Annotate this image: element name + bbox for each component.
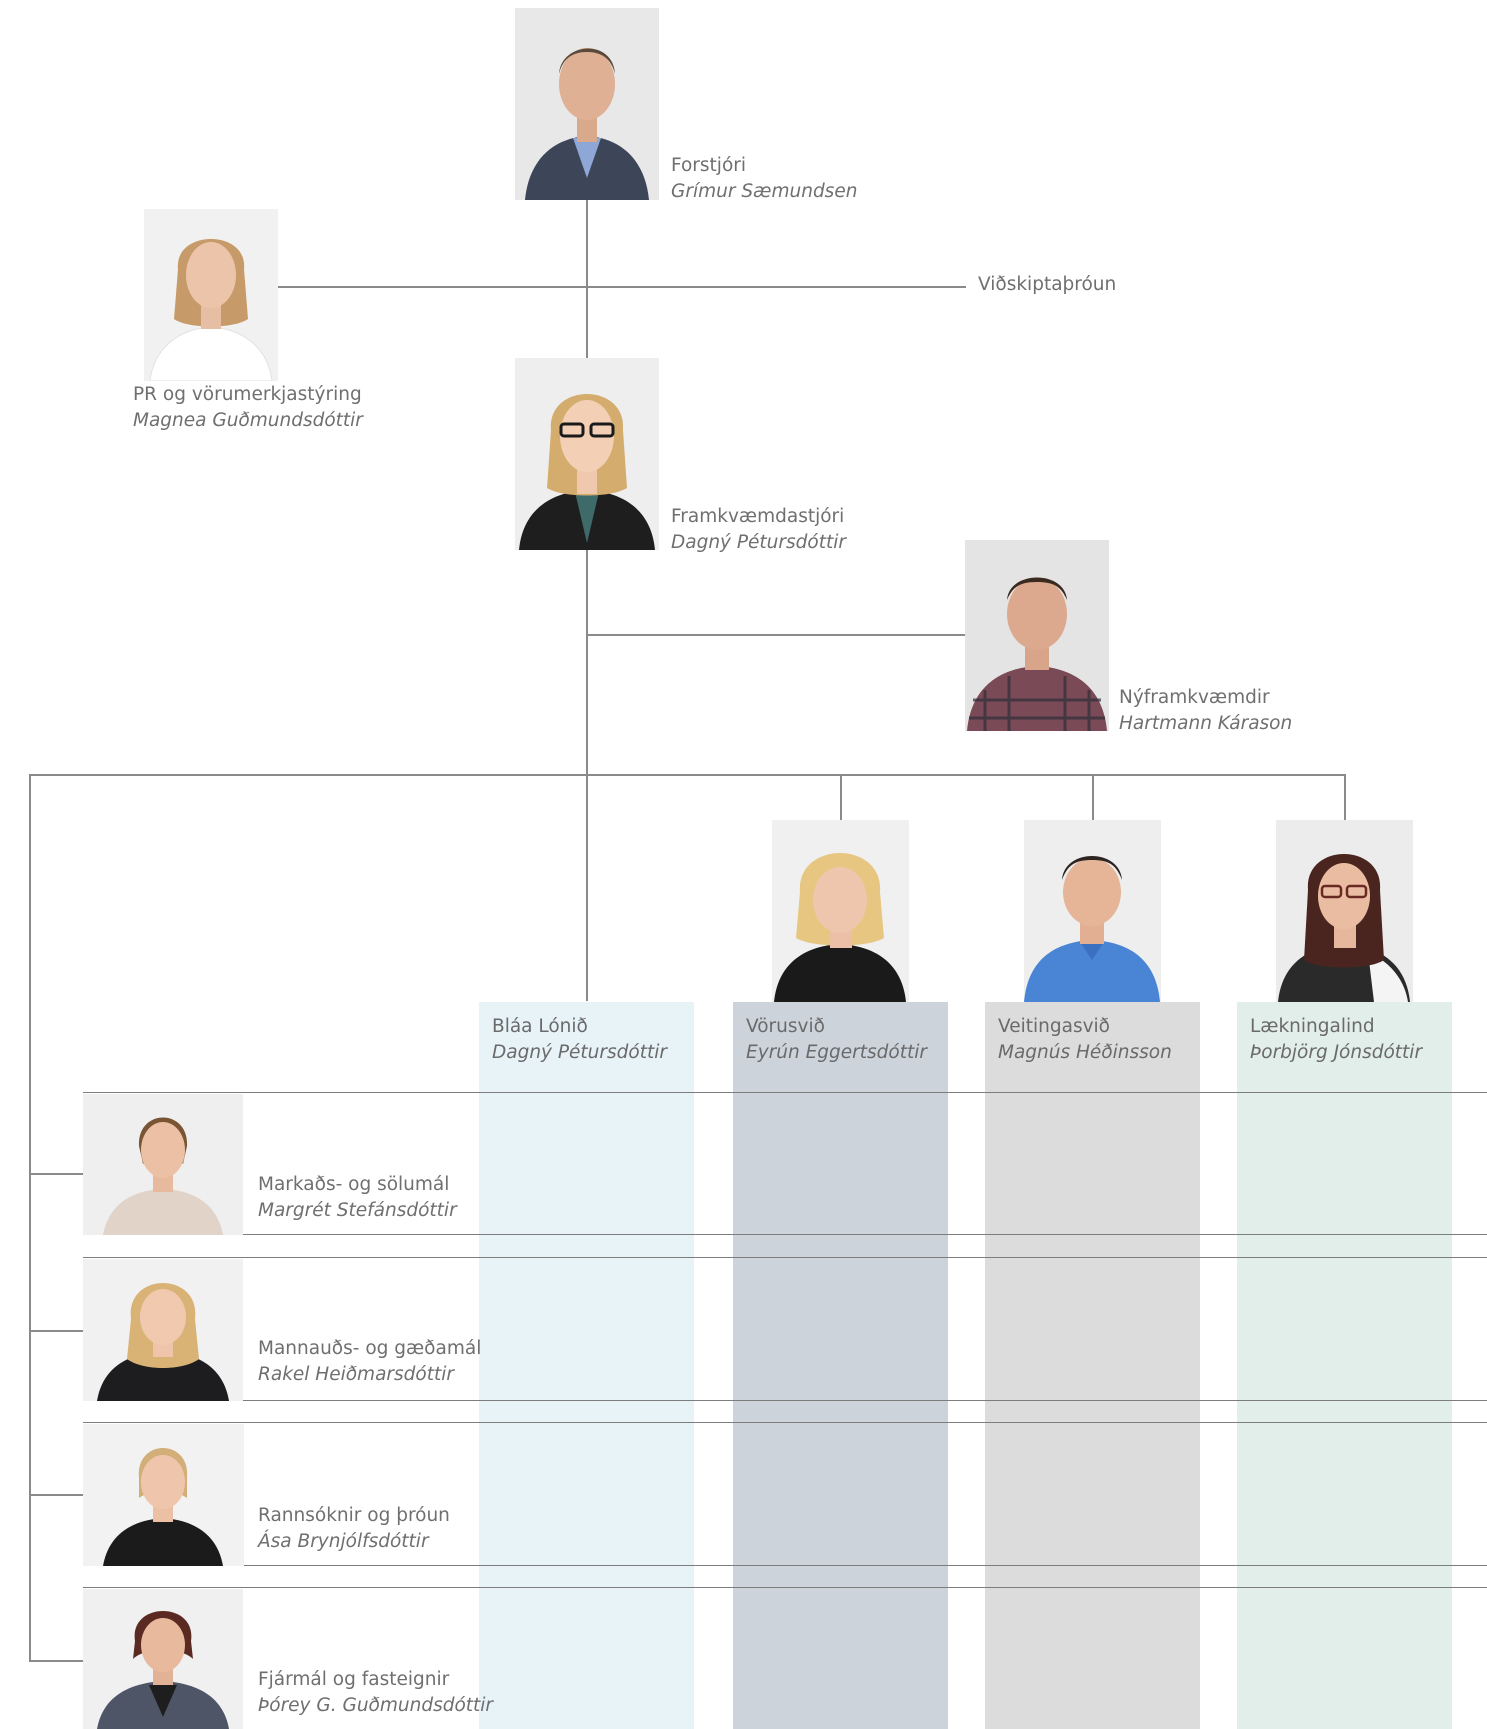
connector-function-2 bbox=[29, 1330, 83, 1332]
division-title: Vörusvið bbox=[746, 1016, 825, 1037]
connector-function-1 bbox=[29, 1173, 83, 1175]
function-label-finance: Fjármál og fasteignir Þórey G. Guðmundsd… bbox=[258, 1667, 493, 1719]
role-title: PR og vörumerkjastýring bbox=[133, 384, 362, 405]
connector-newdev bbox=[586, 634, 965, 636]
role-title: Markaðs- og sölumál bbox=[258, 1174, 450, 1195]
function-label-marketing: Markaðs- og sölumál Margrét Stefánsdótti… bbox=[258, 1172, 457, 1224]
pr-label: PR og vörumerkjastýring Magnea Guðmundsd… bbox=[133, 382, 363, 434]
role-title: Viðskiptaþróun bbox=[978, 274, 1117, 295]
division-column-laekningalind: Lækningalind Þorbjörg Jónsdóttir bbox=[1237, 1002, 1452, 1729]
role-title: Fjármál og fasteignir bbox=[258, 1669, 450, 1690]
role-title: Mannauðs- og gæðamál bbox=[258, 1338, 482, 1359]
function-portrait-research bbox=[83, 1424, 244, 1566]
function-label-hr: Mannauðs- og gæðamál Rakel Heiðmarsdótti… bbox=[258, 1336, 481, 1388]
row-divider bbox=[83, 1422, 1487, 1424]
newdev-portrait bbox=[965, 540, 1109, 731]
newdev-label: Nýframkvæmdir Hartmann Kárason bbox=[1119, 685, 1292, 737]
division-title: Lækningalind bbox=[1250, 1016, 1375, 1037]
bizdev-label: Viðskiptaþróun bbox=[978, 272, 1116, 298]
connector-ceo-down bbox=[586, 200, 588, 358]
role-person: Rakel Heiðmarsdóttir bbox=[258, 1364, 454, 1385]
connector-vorusvid bbox=[840, 774, 842, 820]
division-header: Veitingasvið Magnús Héðinsson bbox=[998, 1014, 1172, 1066]
division-column-blaa-lonid: Bláa Lónið Dagný Pétursdóttir bbox=[479, 1002, 694, 1729]
veitingasvid-head-portrait bbox=[1024, 820, 1161, 1002]
role-person: Hartmann Kárason bbox=[1119, 713, 1293, 734]
pr-portrait bbox=[144, 209, 278, 381]
division-head-name: Þorbjörg Jónsdóttir bbox=[1250, 1042, 1423, 1063]
division-header: Bláa Lónið Dagný Pétursdóttir bbox=[492, 1014, 667, 1066]
function-portrait-finance bbox=[83, 1589, 243, 1729]
row-divider bbox=[83, 1234, 1487, 1236]
connector-coo-down bbox=[586, 550, 588, 1001]
row-divider bbox=[83, 1257, 1487, 1259]
role-person: Margrét Stefánsdóttir bbox=[258, 1200, 457, 1221]
function-portrait-marketing bbox=[83, 1094, 243, 1235]
connector-laekningalind bbox=[1344, 774, 1346, 820]
row-divider bbox=[83, 1565, 1487, 1567]
ceo-portrait bbox=[515, 8, 659, 200]
function-label-research: Rannsóknir og þróun Ása Brynjólfsdóttir bbox=[258, 1503, 450, 1555]
division-title: Bláa Lónið bbox=[492, 1016, 588, 1037]
division-title: Veitingasvið bbox=[998, 1016, 1110, 1037]
coo-label: Framkvæmdastjóri Dagný Pétursdóttir bbox=[671, 504, 846, 556]
division-column-veitingasvid: Veitingasvið Magnús Héðinsson bbox=[985, 1002, 1200, 1729]
division-header: Vörusvið Eyrún Eggertsdóttir bbox=[746, 1014, 927, 1066]
role-person: Grímur Sæmundsen bbox=[671, 181, 858, 202]
role-title: Rannsóknir og þróun bbox=[258, 1505, 450, 1526]
role-title: Nýframkvæmdir bbox=[1119, 687, 1270, 708]
row-divider bbox=[83, 1587, 1487, 1589]
connector-staff-row bbox=[278, 286, 966, 288]
role-person: Þórey G. Guðmundsdóttir bbox=[258, 1695, 494, 1716]
vorusvid-head-portrait bbox=[772, 820, 909, 1002]
coo-portrait bbox=[515, 358, 659, 550]
role-person: Magnea Guðmundsdóttir bbox=[133, 410, 363, 431]
connector-function-4 bbox=[29, 1660, 83, 1662]
role-person: Dagný Pétursdóttir bbox=[671, 532, 846, 553]
connector-function-3 bbox=[29, 1494, 83, 1496]
division-header: Lækningalind Þorbjörg Jónsdóttir bbox=[1250, 1014, 1422, 1066]
role-title: Forstjóri bbox=[671, 155, 747, 176]
division-column-vorusvid: Vörusvið Eyrún Eggertsdóttir bbox=[733, 1002, 948, 1729]
laekningalind-head-portrait bbox=[1276, 820, 1413, 1002]
connector-divisions-bus bbox=[29, 774, 1345, 776]
division-head-name: Dagný Pétursdóttir bbox=[492, 1042, 667, 1063]
row-divider bbox=[83, 1092, 1487, 1094]
role-person: Ása Brynjólfsdóttir bbox=[258, 1531, 429, 1552]
connector-functions-spine bbox=[29, 774, 31, 1661]
ceo-label: Forstjóri Grímur Sæmundsen bbox=[671, 153, 857, 205]
function-portrait-hr bbox=[83, 1259, 243, 1401]
row-divider bbox=[83, 1400, 1487, 1402]
connector-veitingasvid bbox=[1092, 774, 1094, 820]
division-head-name: Eyrún Eggertsdóttir bbox=[746, 1042, 927, 1063]
division-head-name: Magnús Héðinsson bbox=[998, 1042, 1172, 1063]
role-title: Framkvæmdastjóri bbox=[671, 506, 845, 527]
